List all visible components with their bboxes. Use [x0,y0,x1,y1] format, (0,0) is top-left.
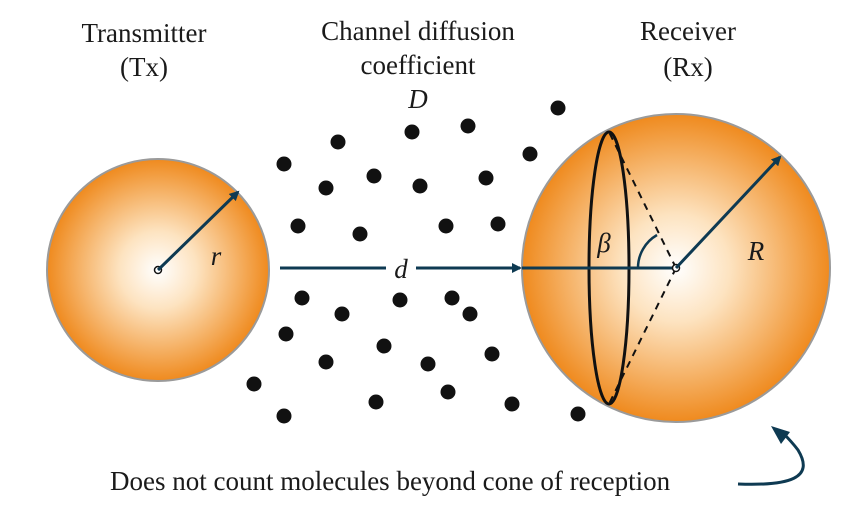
note-arrowhead [771,426,790,444]
molecule-dot [330,134,346,150]
receiver-radius-symbol: R [747,236,765,266]
molecule-dot [404,124,420,140]
molecule-dot [276,156,292,172]
note-arrow [737,430,805,486]
molecule-dot [290,218,306,234]
receiver-radius-arrow [674,155,782,270]
molecule-dot [318,180,334,196]
molecule-dot [366,168,382,184]
receiver-label-line2: (Rx) [663,52,713,82]
molecule-dot [318,354,334,370]
molecule-dot [444,290,460,306]
molecule-dot [438,218,454,234]
molecules-group [246,100,586,424]
molecule-dot [522,146,538,162]
diffusion-coefficient-symbol: D [407,84,428,114]
molecule-dot [352,226,368,242]
distance-label-bg [386,252,416,284]
molecule-dot [420,356,436,372]
distance-symbol: d [394,254,408,284]
molecule-dot [484,346,500,362]
transmitter-label-line1: Transmitter [81,18,206,48]
molecule-dot [550,100,566,116]
molecule-dot [294,290,310,306]
transmitter-radius-arrow [156,190,240,272]
angle-beta-symbol: β [596,228,611,258]
molecule-dot [460,118,476,134]
molecule-dot [478,170,494,186]
receiver-label-line1: Receiver [640,16,736,46]
channel-label-line1: Channel diffusion [321,16,515,46]
molecule-dot [462,306,478,322]
molecule-dot [504,396,520,412]
molecule-dot [278,326,294,342]
molecule-dot [392,292,408,308]
molecule-dot [334,306,350,322]
molecule-dot [440,384,456,400]
transmitter-radius-symbol: r [211,241,222,271]
channel-label-line2: coefficient [361,50,476,80]
molecule-dot [276,408,292,424]
molecule-dot [376,338,392,354]
molecule-dot [246,376,262,392]
molecule-dot [570,406,586,422]
transmitter-label-line2: (Tx) [120,52,168,82]
molecule-dot [490,216,506,232]
molecule-dot [368,394,384,410]
beta-angle-arc [636,233,658,269]
cone-note-text: Does not count molecules beyond cone of … [110,466,671,496]
molecule-dot [412,178,428,194]
